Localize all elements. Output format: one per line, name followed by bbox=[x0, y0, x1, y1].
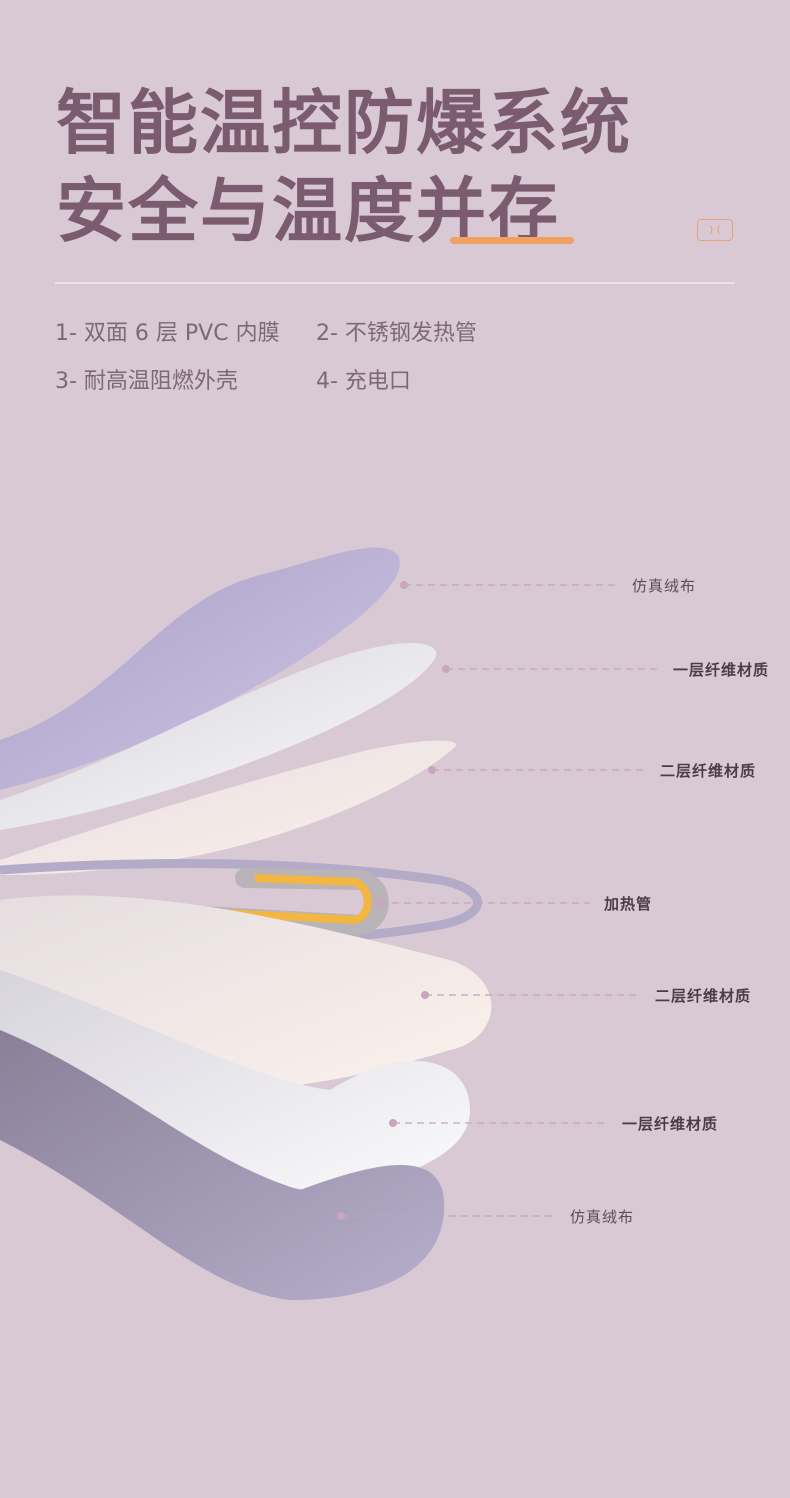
accent-underline bbox=[450, 237, 574, 244]
layer-top-fiber-1 bbox=[0, 643, 437, 830]
layer-label: 仿真绒布 bbox=[632, 577, 697, 595]
feature-2: 2- 不锈钢发热管 bbox=[316, 321, 477, 346]
layer-top-velvet bbox=[0, 547, 400, 790]
layer-label: 加热管 bbox=[604, 895, 653, 913]
layer-label: 二层纤维材质 bbox=[655, 987, 752, 1005]
feature-4: 4- 充电口 bbox=[316, 369, 411, 394]
layer-top-fiber-2 bbox=[0, 740, 457, 875]
layer-bottom-velvet bbox=[0, 1030, 445, 1300]
leader-lines bbox=[337, 581, 660, 1220]
layer-label: 仿真绒布 bbox=[570, 1208, 635, 1226]
layer-label: 一层纤维材质 bbox=[673, 661, 770, 679]
layer-label: 二层纤维材质 bbox=[660, 762, 757, 780]
title-line-1: 智能温控防爆系统 bbox=[56, 82, 632, 164]
quote-bracket-icon: ) ( bbox=[697, 219, 733, 241]
feature-3: 3- 耐高温阻燃外壳 bbox=[55, 369, 238, 394]
layer-bottom-fiber-1 bbox=[0, 970, 470, 1192]
feature-1: 1- 双面 6 层 PVC 内膜 bbox=[55, 321, 280, 346]
title-line-2: 安全与温度并存 bbox=[56, 170, 560, 252]
divider bbox=[55, 282, 735, 284]
layer-label: 一层纤维材质 bbox=[622, 1115, 719, 1133]
